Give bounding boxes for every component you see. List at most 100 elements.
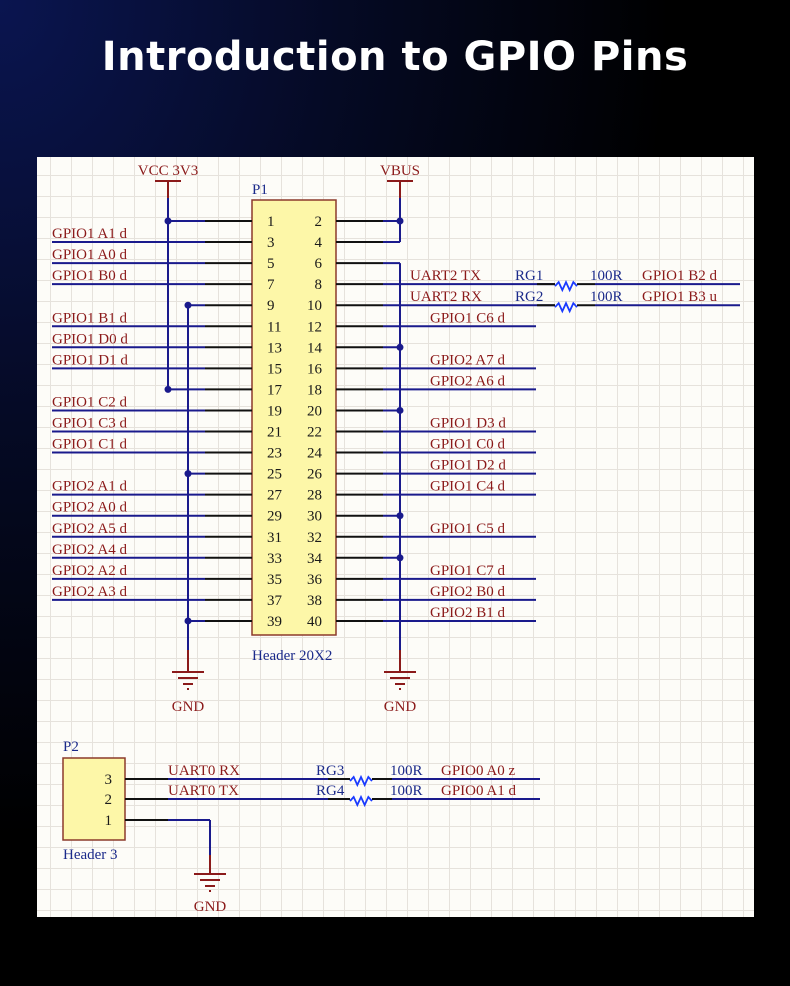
net-label-gpio1-b1-d: GPIO1 B1 d [52, 310, 128, 326]
p2-pin-number-1: 1 [105, 813, 113, 829]
pin-number-33: 33 [267, 551, 282, 567]
resistor-designator-rg1: RG1 [515, 268, 543, 284]
pin-number-27: 27 [267, 488, 283, 504]
pin-number-25: 25 [267, 467, 282, 483]
pin-number-24: 24 [307, 446, 323, 462]
p2-pin-number-3: 3 [105, 772, 113, 788]
pin-number-8: 8 [315, 277, 323, 293]
net-label-gpio2-a0-d: GPIO2 A0 d [52, 500, 128, 516]
net-label-gpio1-c2-d: GPIO1 C2 d [52, 394, 128, 410]
resistor-rg1-icon [554, 279, 578, 293]
net-label-uart0-rx: UART0 RX [168, 763, 240, 779]
pin-number-16: 16 [307, 361, 323, 377]
gnd-symbol-right-label: GND [384, 699, 417, 715]
pin-number-29: 29 [267, 509, 282, 525]
pin-number-20: 20 [307, 403, 322, 419]
net-label-gpio2-a2-d: GPIO2 A2 d [52, 563, 128, 579]
pin-number-31: 31 [267, 530, 282, 546]
gnd-symbol-p2-label: GND [194, 899, 227, 915]
net-label-gpio2-b0-d: GPIO2 B0 d [430, 584, 506, 600]
pin-number-34: 34 [307, 551, 323, 567]
pin-number-35: 35 [267, 572, 282, 588]
net-label-uart2-tx: UART2 TX [410, 268, 481, 284]
net-label-gpio1-c3-d: GPIO1 C3 d [52, 416, 128, 432]
pin-number-28: 28 [307, 488, 322, 504]
resistor-designator-rg2: RG2 [515, 289, 543, 305]
net-label-gpio1-d2-d: GPIO1 D2 d [430, 458, 506, 474]
pin-number-18: 18 [307, 382, 322, 398]
net-label-gpio1-c6-d: GPIO1 C6 d [430, 310, 506, 326]
net-label-gpio1-d1-d: GPIO1 D1 d [52, 352, 128, 368]
p2-connector-body [62, 757, 126, 841]
resistor-value: 100R [590, 268, 623, 284]
resistor-rg3-icon [349, 774, 373, 788]
pin-number-15: 15 [267, 361, 282, 377]
pin-number-40: 40 [307, 614, 322, 630]
pin-number-17: 17 [267, 382, 283, 398]
net-label-gpio2-a5-d: GPIO2 A5 d [52, 521, 128, 537]
pin-number-21: 21 [267, 425, 282, 441]
resistor-value: 100R [390, 763, 423, 779]
gnd-symbol-left-label: GND [172, 699, 205, 715]
pin-number-7: 7 [267, 277, 275, 293]
net-label-gpio1-c5-d: GPIO1 C5 d [430, 521, 506, 537]
resistor-rg2-icon [554, 301, 578, 314]
pin-number-22: 22 [307, 425, 322, 441]
pin-number-39: 39 [267, 614, 282, 630]
p2-comment: Header 3 [63, 847, 118, 863]
net-label-uart2-rx: UART2 RX [410, 289, 482, 305]
vbus-power-port-label: VBUS [380, 163, 420, 179]
pin-number-14: 14 [307, 340, 323, 356]
net-label-gpio1-d3-d: GPIO1 D3 d [430, 416, 506, 432]
net-label-gpio1-c7-d: GPIO1 C7 d [430, 563, 506, 579]
net-label-gpio1-c1-d: GPIO1 C1 d [52, 437, 128, 453]
resistor-rg4-icon [349, 794, 373, 808]
pin-number-38: 38 [307, 593, 322, 609]
net-label-gpio1-d0-d: GPIO1 D0 d [52, 331, 128, 347]
net-label-gpio2-a1-d: GPIO2 A1 d [52, 479, 128, 495]
net-label-gpio0-a0-z: GPIO0 A0 z [441, 763, 516, 779]
pin-number-10: 10 [307, 298, 322, 314]
p1-designator: P1 [252, 182, 268, 198]
page-title: Introduction to GPIO Pins [101, 34, 689, 80]
net-label-gpio1-a0-d: GPIO1 A0 d [52, 247, 128, 263]
pin-number-3: 3 [267, 235, 275, 251]
pin-number-26: 26 [307, 467, 323, 483]
p1-connector-body [251, 199, 337, 636]
pin-number-1: 1 [267, 214, 275, 230]
net-label-gpio1-c4-d: GPIO1 C4 d [430, 479, 506, 495]
net-label-gpio1-b3-u: GPIO1 B3 u [642, 289, 718, 305]
pin-number-32: 32 [307, 530, 322, 546]
net-label-gpio2-b1-d: GPIO2 B1 d [430, 605, 506, 621]
net-label-uart0-tx: UART0 TX [168, 783, 239, 799]
p1-comment: Header 20X2 [252, 648, 332, 664]
resistor-value: 100R [590, 289, 623, 305]
pin-number-37: 37 [267, 593, 283, 609]
net-label-gpio2-a7-d: GPIO2 A7 d [430, 352, 506, 368]
pin-number-5: 5 [267, 256, 275, 272]
net-label-gpio1-c0-d: GPIO1 C0 d [430, 437, 506, 453]
vcc-power-port-label: VCC 3V3 [138, 163, 198, 179]
pin-number-12: 12 [307, 319, 322, 335]
net-label-gpio1-b2-d: GPIO1 B2 d [642, 268, 718, 284]
pin-number-2: 2 [315, 214, 323, 230]
pin-number-19: 19 [267, 403, 282, 419]
net-label-gpio1-b0-d: GPIO1 B0 d [52, 268, 128, 284]
pin-number-30: 30 [307, 509, 322, 525]
junction-dot [396, 217, 404, 225]
resistor-designator-rg4: RG4 [316, 783, 345, 799]
net-label-gpio1-a1-d: GPIO1 A1 d [52, 226, 128, 242]
resistor-value: 100R [390, 783, 423, 799]
pin-number-13: 13 [267, 340, 282, 356]
pin-number-4: 4 [315, 235, 323, 251]
pin-number-6: 6 [315, 256, 323, 272]
p2-pin-number-2: 2 [105, 792, 113, 808]
resistor-designator-rg3: RG3 [316, 763, 344, 779]
pin-number-23: 23 [267, 446, 282, 462]
pin-number-11: 11 [267, 319, 281, 335]
pin-number-36: 36 [307, 572, 323, 588]
net-label-gpio2-a6-d: GPIO2 A6 d [430, 373, 506, 389]
net-label-gpio2-a4-d: GPIO2 A4 d [52, 542, 128, 558]
